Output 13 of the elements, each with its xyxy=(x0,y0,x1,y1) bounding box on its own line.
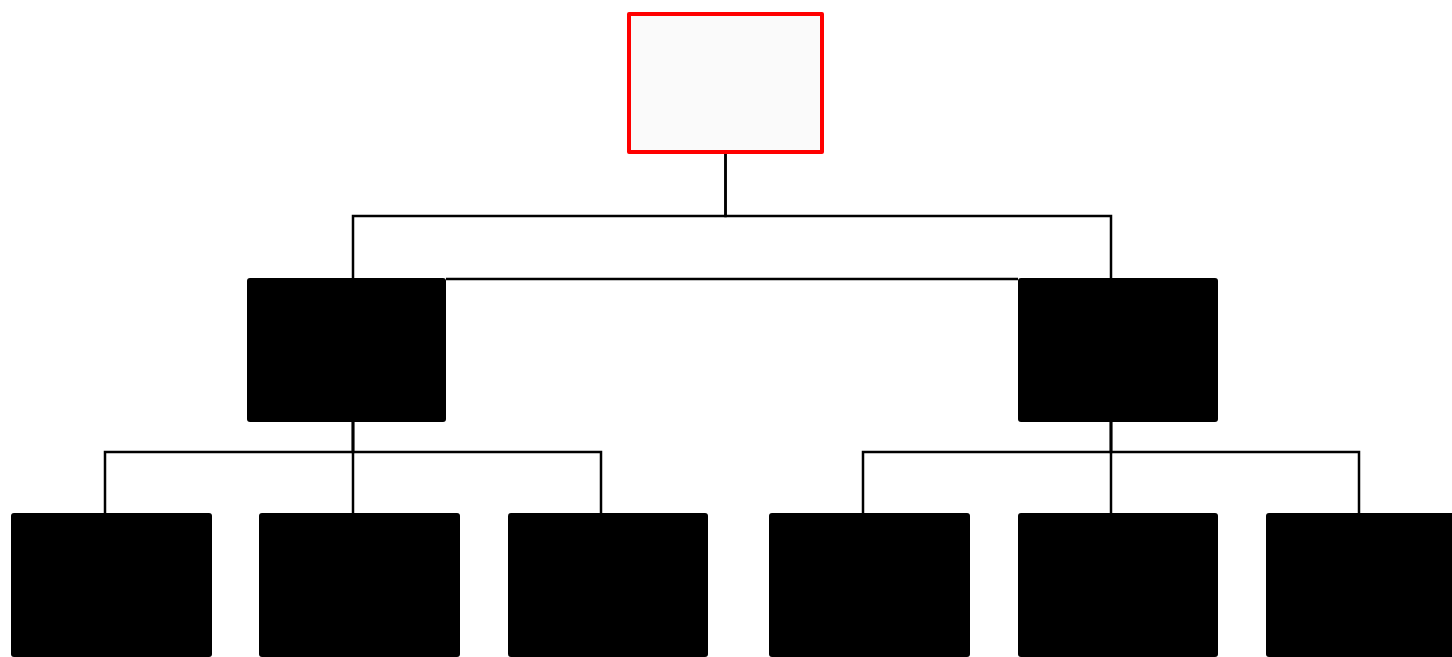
connector-line xyxy=(446,277,1018,281)
connector-line xyxy=(724,154,1113,278)
root-box xyxy=(627,12,824,154)
org-box xyxy=(1018,278,1218,422)
org-box xyxy=(1266,513,1452,657)
org-box xyxy=(247,278,446,422)
org-box xyxy=(508,513,708,657)
org-box xyxy=(11,513,212,657)
connector-line xyxy=(1109,422,1361,513)
connector-line xyxy=(351,422,603,513)
org-box xyxy=(259,513,460,657)
org-box xyxy=(1018,513,1218,657)
org-box xyxy=(769,513,970,657)
